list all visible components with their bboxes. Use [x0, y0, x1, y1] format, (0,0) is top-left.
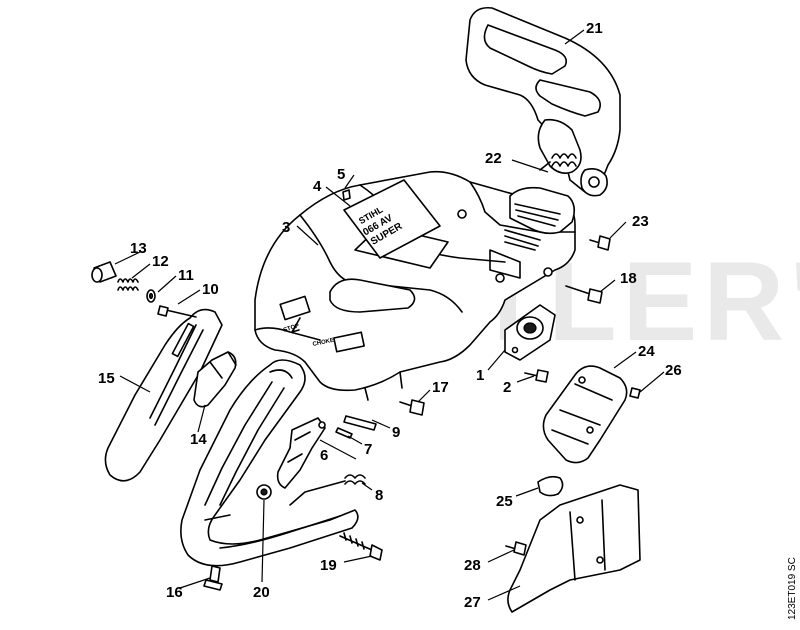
callout-25: 25 — [496, 493, 513, 510]
pin — [335, 427, 353, 439]
callout-24: 24 — [638, 343, 655, 360]
callout-4: 4 — [313, 178, 322, 195]
callout-2: 2 — [503, 379, 511, 396]
callout-numbers: 21 22 5 4 3 23 18 13 12 11 10 1 2 24 26 … — [98, 20, 682, 611]
callout-7: 7 — [364, 441, 372, 458]
screw-2 — [524, 369, 549, 383]
callout-20: 20 — [253, 584, 270, 601]
callout-18: 18 — [620, 270, 637, 287]
sleeve — [91, 261, 117, 283]
callout-17: 17 — [432, 379, 449, 396]
callout-19: 19 — [320, 557, 337, 574]
roll-pin — [343, 415, 377, 431]
callout-27: 27 — [464, 594, 481, 611]
callout-12: 12 — [152, 253, 169, 270]
callout-21: 21 — [586, 20, 603, 37]
handle-frame — [180, 359, 359, 567]
annular-buffer — [504, 304, 556, 361]
callout-23: 23 — [632, 213, 649, 230]
callout-11: 11 — [178, 267, 194, 284]
small-pin — [342, 189, 351, 201]
hand-guard — [465, 6, 621, 197]
callout-13: 13 — [130, 240, 147, 257]
callout-3: 3 — [282, 219, 290, 236]
screw-10 — [157, 305, 197, 318]
throttle-trigger — [193, 351, 237, 408]
spring — [539, 153, 577, 171]
drawing-reference: 123ET019 SC — [787, 557, 798, 620]
callout-14: 14 — [190, 431, 207, 448]
throttle-lever — [276, 417, 326, 489]
callout-5: 5 — [337, 166, 345, 183]
screw-26 — [629, 387, 641, 399]
callout-1: 1 — [476, 367, 484, 384]
callout-15: 15 — [98, 370, 115, 387]
screw-18 — [565, 285, 603, 304]
leader-lines — [114, 29, 665, 601]
screw-28 — [505, 541, 527, 556]
model-decal: STIHL 066 AV SUPER — [343, 179, 441, 259]
callout-9: 9 — [392, 424, 400, 441]
callout-28: 28 — [464, 557, 481, 574]
handle-grip — [104, 308, 223, 482]
screw-19 — [339, 532, 383, 561]
callout-26: 26 — [665, 362, 682, 379]
callout-10: 10 — [202, 281, 219, 298]
stop-label: STOP — [283, 323, 300, 334]
callout-16: 16 — [166, 584, 183, 601]
washer — [146, 289, 156, 303]
screw-23 — [589, 235, 611, 251]
plate — [537, 475, 564, 497]
spring-12 — [117, 278, 139, 291]
choke-label: CHOKE — [312, 338, 334, 348]
callout-8: 8 — [375, 487, 383, 504]
callout-6: 6 — [320, 447, 328, 464]
screw-17 — [399, 399, 425, 416]
bushing — [256, 484, 272, 500]
heat-shield — [507, 484, 641, 613]
cover — [542, 365, 628, 464]
screw-16 — [203, 565, 223, 591]
torsion-spring — [289, 474, 366, 506]
callout-22: 22 — [485, 150, 502, 167]
